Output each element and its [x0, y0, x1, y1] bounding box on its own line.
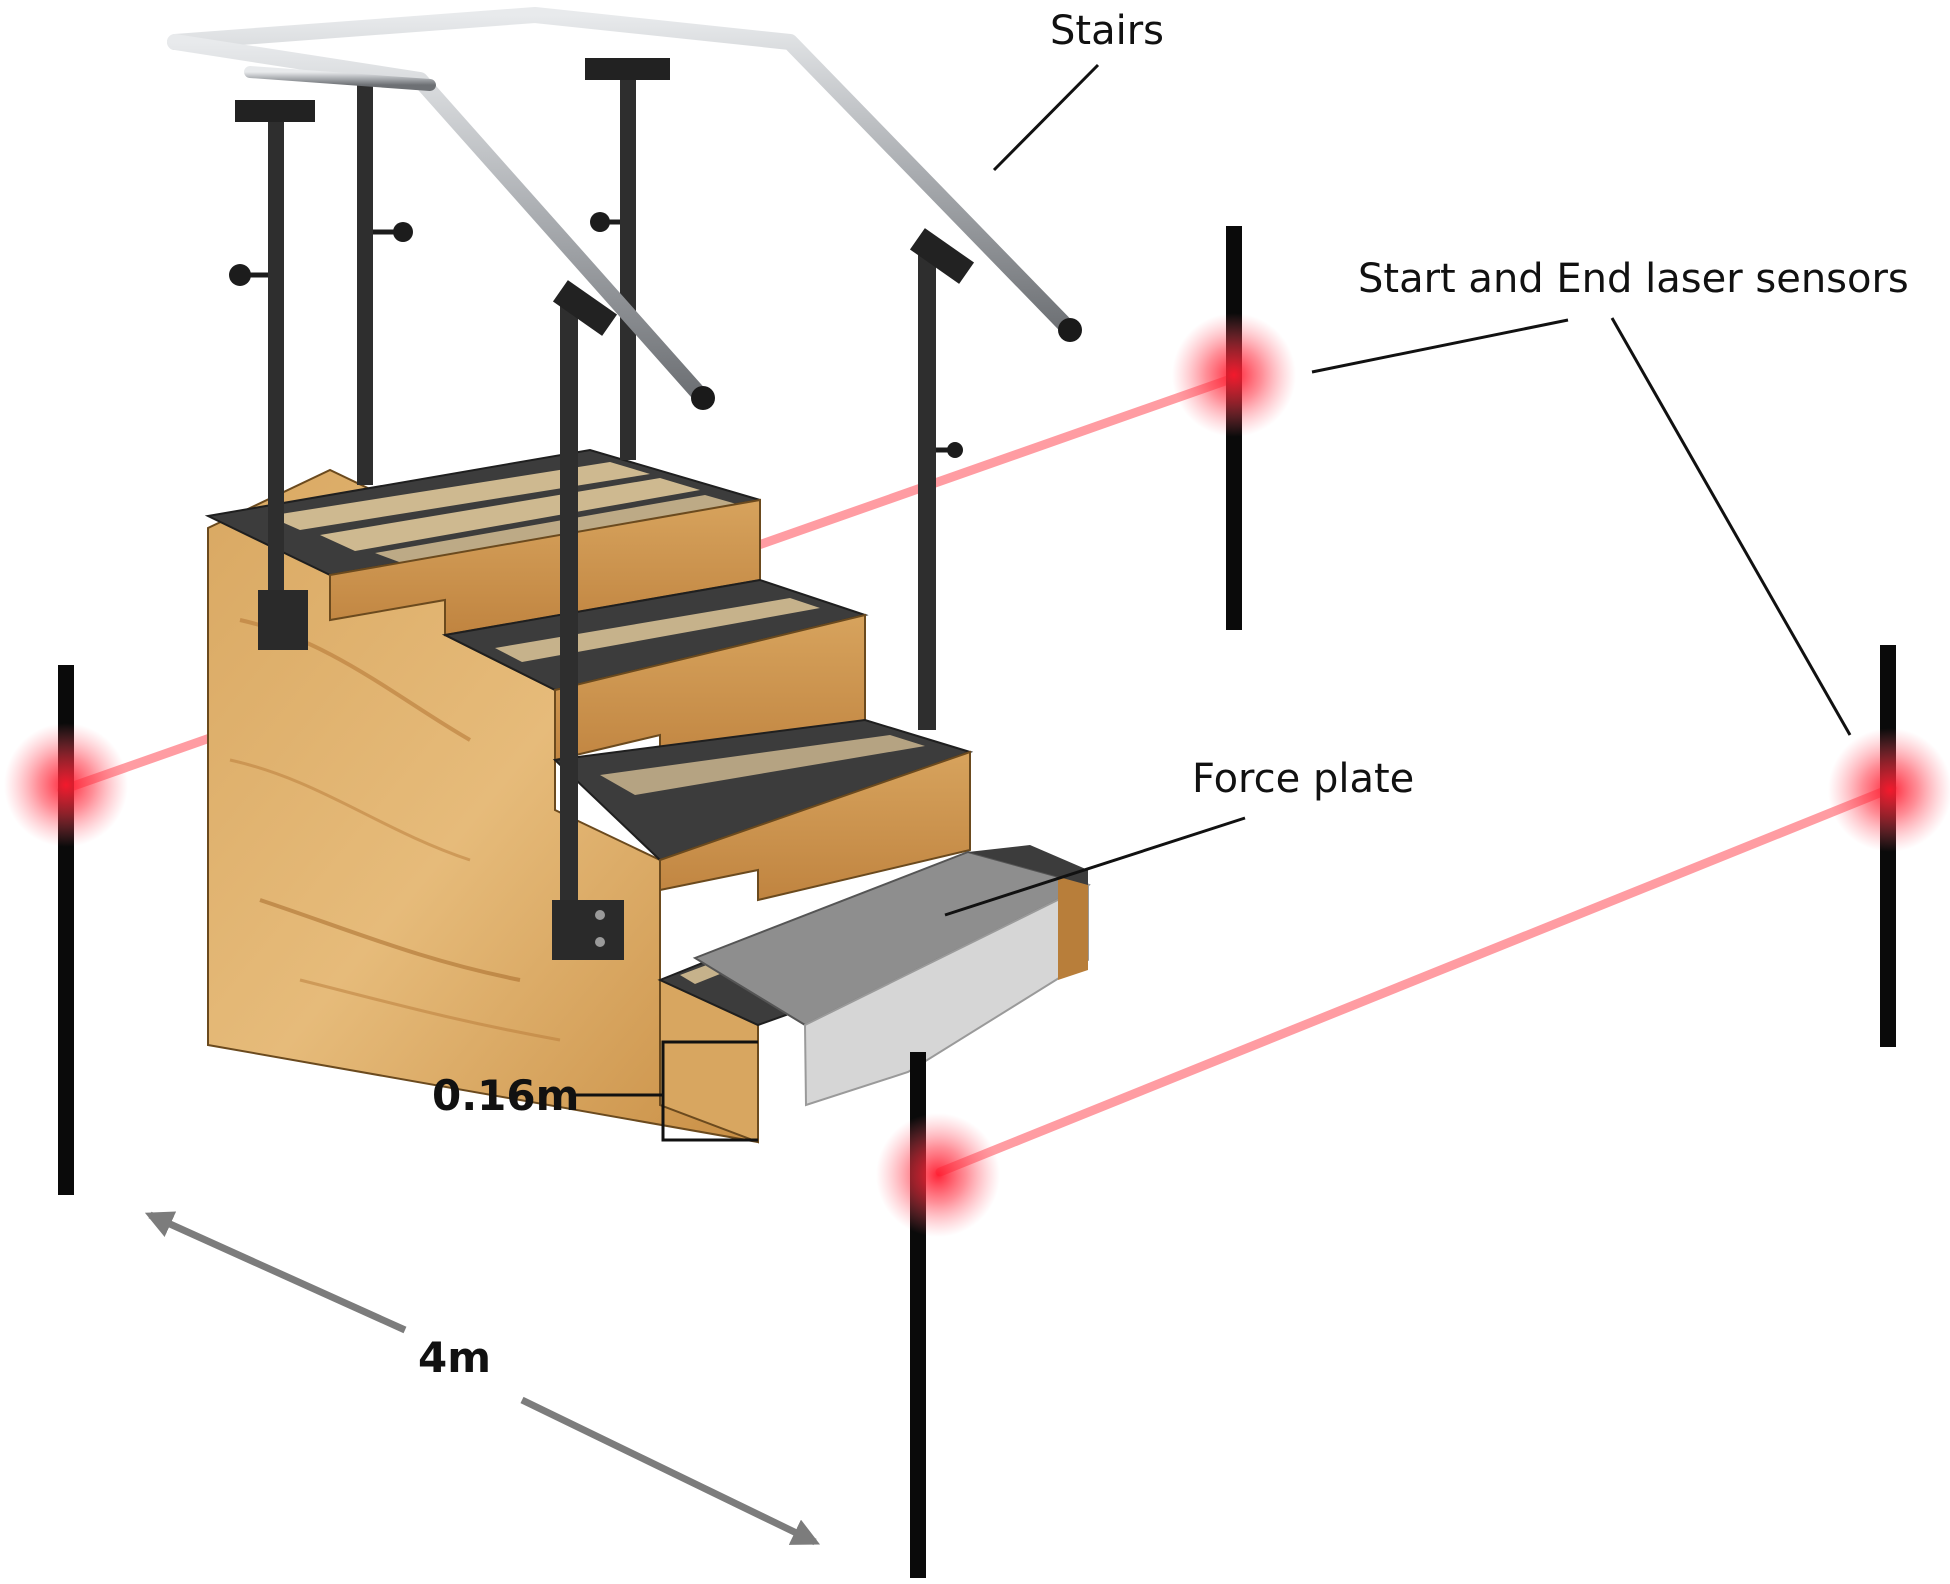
handrail-steel-top [167, 7, 1078, 338]
handrail-post [357, 85, 373, 485]
laser-glow-start-far [1172, 313, 1296, 437]
force-plate-label: Force plate [1192, 756, 1414, 802]
distance-arrow-lower [520, 1396, 821, 1546]
step-height-label: 0.16m [432, 1071, 579, 1120]
staircase [204, 448, 1091, 1144]
riser-3 [659, 750, 971, 902]
handrail-post [560, 300, 578, 950]
handrail-post [268, 100, 284, 640]
step-height-bracket [661, 1040, 758, 1142]
laser-glow-start-near [4, 723, 128, 847]
laser-sensors-label: Start and End laser sensors [1358, 256, 1909, 302]
handrail-assembly [167, 7, 1082, 960]
force-plate-front [803, 883, 1089, 1107]
handrail-post [918, 250, 936, 730]
handrail-post [620, 70, 636, 460]
stairs-label: Stairs [1050, 8, 1164, 54]
laser-glow-end-far [1828, 728, 1950, 852]
distance-label: 4m [418, 1333, 491, 1382]
force-plate-callout-line [944, 816, 1246, 917]
sensors-callout-line-right [1610, 317, 1852, 736]
laser-glow-end-near [876, 1113, 1000, 1237]
stairs-callout-line [992, 63, 1100, 172]
distance-arrow-upper [144, 1211, 407, 1334]
laser-beam-end [935, 783, 1897, 1177]
sensors-callout-line-left [1311, 318, 1569, 374]
